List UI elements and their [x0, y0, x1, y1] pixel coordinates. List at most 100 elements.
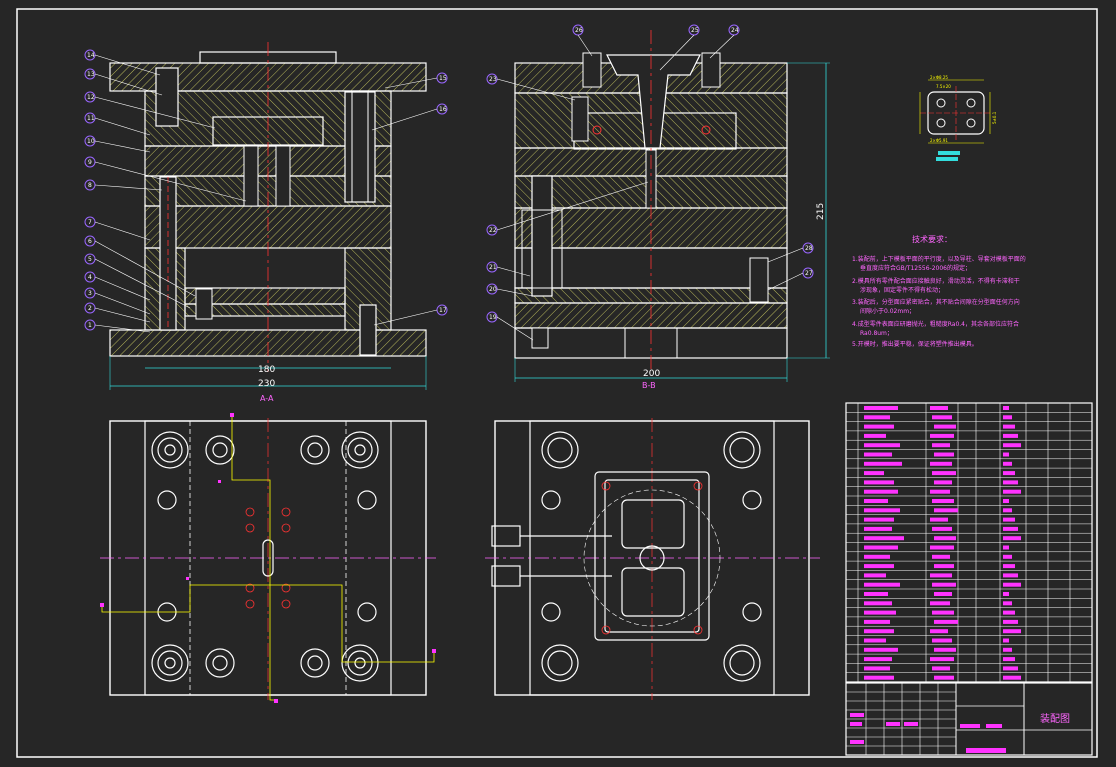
- tech-item: 1.装配前，上下模板平面的平行度，以及导柱、导套对模板平面的: [852, 255, 1026, 263]
- parts-table-entry: [934, 536, 956, 541]
- parts-table-entry: [864, 592, 888, 596]
- parts-table-entry: [932, 638, 952, 643]
- parts-table-entry: [864, 582, 900, 587]
- parts-table-entry: [930, 433, 954, 438]
- parts-table-entry: [1003, 610, 1015, 615]
- parts-table-entry: [864, 545, 898, 550]
- parts-table-entry: [1003, 554, 1012, 559]
- svg-text:13: 13: [87, 71, 95, 78]
- part-detail-view: [919, 79, 992, 161]
- parts-table-entry: [1003, 406, 1009, 410]
- title-block: [845, 682, 1093, 756]
- parts-table-entry: [934, 675, 954, 680]
- tech-title: 技术要求：: [912, 234, 952, 244]
- parts-table-entry: [864, 499, 888, 503]
- parts-table-entry: [864, 452, 892, 457]
- svg-text:19: 19: [489, 314, 497, 321]
- parts-table-entry: [1003, 675, 1021, 680]
- parts-table-entry: [864, 480, 894, 485]
- parts-table-entry: [932, 610, 954, 615]
- parts-table-entry: [864, 443, 900, 448]
- dim-small-3: 2×Φ5.91: [930, 138, 948, 143]
- svg-text:27: 27: [805, 270, 813, 277]
- parts-table-entry: [864, 629, 894, 634]
- parts-table-entry: [864, 610, 896, 615]
- parts-table-entry: [930, 461, 952, 466]
- section-b-view: [514, 30, 830, 382]
- parts-table-entry: [1003, 508, 1012, 513]
- svg-text:22: 22: [489, 227, 497, 234]
- parts-table-entry: [932, 499, 954, 503]
- parts-table-entry: [864, 517, 894, 522]
- parts-table-entry: [1003, 415, 1012, 420]
- tech-item: 涉现象，固定零件不得有松动；: [860, 286, 944, 294]
- dim-230: 230: [258, 379, 275, 389]
- callouts-section-b: 26 25 24 23 22 21 20 19 28 27: [486, 24, 814, 341]
- parts-table-entry: [932, 554, 950, 559]
- section-a-view: [109, 42, 427, 390]
- svg-text:12: 12: [87, 94, 95, 101]
- parts-table-entry: [930, 629, 948, 634]
- parts-table-entry: [934, 480, 952, 485]
- tech-item: Ra0.8um；: [860, 330, 893, 337]
- section-label-b: B-B: [642, 381, 656, 390]
- tech-item: 2.模具所有零件配合面应接触良好，滑动灵活，不得有卡滞和干: [852, 277, 1020, 285]
- svg-text:6: 6: [88, 238, 92, 245]
- plan-view-moving-half: [485, 418, 820, 700]
- parts-table-entry: [930, 601, 950, 606]
- parts-table-entry: [1003, 424, 1015, 429]
- parts-table-entry: [864, 415, 890, 420]
- tech-item: 5.开模时，推出要平稳，保证将塑件推出模具。: [852, 340, 978, 348]
- parts-table-entry: [934, 424, 956, 429]
- parts-table-entry: [1003, 582, 1021, 587]
- svg-text:15: 15: [439, 75, 447, 82]
- svg-text:24: 24: [731, 27, 739, 34]
- parts-table-entry: [1003, 443, 1021, 448]
- parts-table-entry: [930, 573, 952, 578]
- parts-table-entry: [934, 619, 958, 624]
- parts-table-entry: [864, 433, 886, 438]
- parts-table-entry: [864, 471, 884, 476]
- svg-text:1: 1: [88, 322, 92, 329]
- parts-table-entry: [1003, 480, 1018, 485]
- svg-text:11: 11: [87, 115, 95, 122]
- svg-text:28: 28: [805, 245, 813, 252]
- parts-table-entry: [1003, 489, 1021, 494]
- parts-table-entry: [864, 601, 892, 606]
- svg-text:5: 5: [88, 256, 92, 263]
- svg-text:9: 9: [88, 159, 92, 166]
- svg-text:7: 7: [88, 219, 92, 226]
- parts-table-entry: [864, 508, 900, 513]
- parts-table-entry: [1003, 619, 1018, 624]
- dim-small-1: 2×Φ8.25: [930, 75, 948, 80]
- drawing-name: 装配图: [1040, 712, 1070, 725]
- parts-table-entry: [1003, 629, 1021, 634]
- parts-table-entry: [932, 415, 952, 420]
- sheet-border: [16, 8, 1098, 758]
- parts-table-entry: [932, 471, 956, 476]
- parts-table-entry: [1003, 573, 1018, 578]
- parts-table-entry: [930, 657, 954, 662]
- parts-table-entry: [930, 517, 948, 522]
- svg-text:10: 10: [87, 138, 95, 145]
- dim-small-2: 7.5×20: [936, 84, 951, 89]
- parts-table-entry: [1003, 517, 1015, 522]
- parts-table-entry: [930, 545, 954, 550]
- svg-text:16: 16: [439, 106, 447, 113]
- parts-table-entry: [1003, 536, 1021, 541]
- parts-table-entry: [1003, 657, 1015, 662]
- dim-200: 200: [643, 369, 660, 379]
- svg-text:14: 14: [87, 52, 95, 59]
- parts-table-entry: [864, 657, 892, 662]
- parts-table-entry: [930, 489, 950, 494]
- parts-table-entry: [930, 406, 948, 410]
- parts-table-entry: [864, 461, 902, 466]
- svg-text:20: 20: [489, 286, 497, 293]
- parts-table-entry: [1003, 564, 1015, 569]
- parts-table-entry: [1003, 499, 1009, 503]
- parts-table-entry: [934, 647, 956, 652]
- parts-table-entry: [864, 647, 898, 652]
- plan-view-fixed-half: [100, 413, 436, 703]
- parts-table-entry: [934, 592, 952, 596]
